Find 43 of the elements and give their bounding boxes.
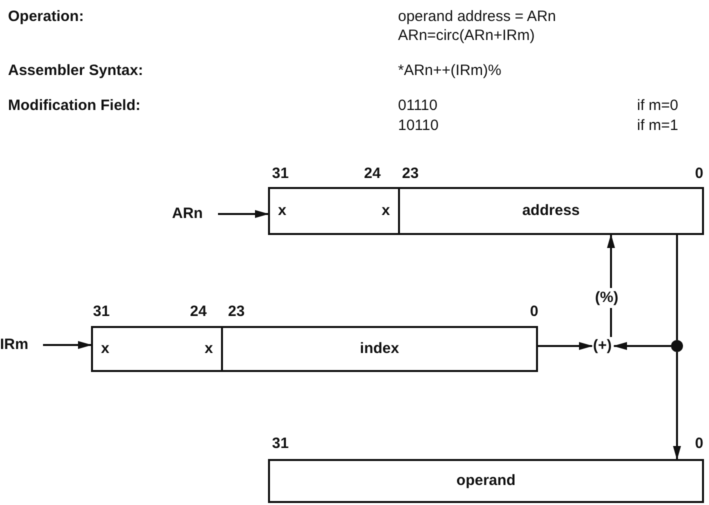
arrow — [218, 210, 269, 218]
reserved-bit-mark: x — [101, 340, 110, 358]
arrow — [673, 352, 681, 460]
arrow — [538, 342, 593, 350]
bit-number: 24 — [190, 303, 207, 321]
junction-dot — [671, 340, 683, 352]
reserved-bit-mark: x — [382, 202, 390, 220]
arrow — [43, 341, 92, 349]
bit-number: 24 — [364, 165, 381, 183]
field-name: index — [360, 340, 400, 358]
register-field — [268, 187, 400, 235]
adder-symbol: (+) — [593, 337, 612, 355]
syntax-text: *ARn++(IRm)% — [398, 62, 502, 80]
reserved-bit-mark: x — [278, 202, 286, 220]
bit-code: 01110 — [398, 97, 438, 115]
bit-number: 0 — [695, 165, 704, 183]
edge-label: (%) — [595, 288, 618, 308]
heading-label: Modification Field: — [8, 97, 140, 115]
bit-code: 10110 — [398, 117, 439, 135]
heading-label: Assembler Syntax: — [8, 62, 144, 80]
register-field — [91, 326, 223, 372]
bit-number: 31 — [272, 165, 289, 183]
field-name: address — [522, 202, 580, 220]
bit-number: 0 — [530, 303, 538, 321]
reserved-bit-mark: x — [204, 340, 213, 358]
heading-label: Operation: — [8, 8, 84, 26]
bit-number: 23 — [228, 303, 245, 321]
operation-text: operand address = ARn — [398, 8, 556, 26]
condition-text: if m=1 — [637, 117, 678, 135]
bit-number: 0 — [695, 435, 704, 453]
field-name: operand — [456, 472, 516, 490]
arrow — [613, 342, 671, 350]
operation-text: ARn=circ(ARn+IRm) — [398, 27, 535, 45]
bit-number: 31 — [272, 435, 289, 453]
register-name: IRm — [0, 336, 28, 354]
bit-number: 31 — [93, 303, 110, 321]
register-name: ARn — [172, 205, 203, 223]
register-field — [221, 326, 538, 372]
condition-text: if m=0 — [637, 97, 678, 115]
bit-number: 23 — [402, 165, 419, 183]
arrow — [607, 234, 615, 337]
register-field — [398, 187, 704, 235]
register-field — [268, 459, 704, 503]
